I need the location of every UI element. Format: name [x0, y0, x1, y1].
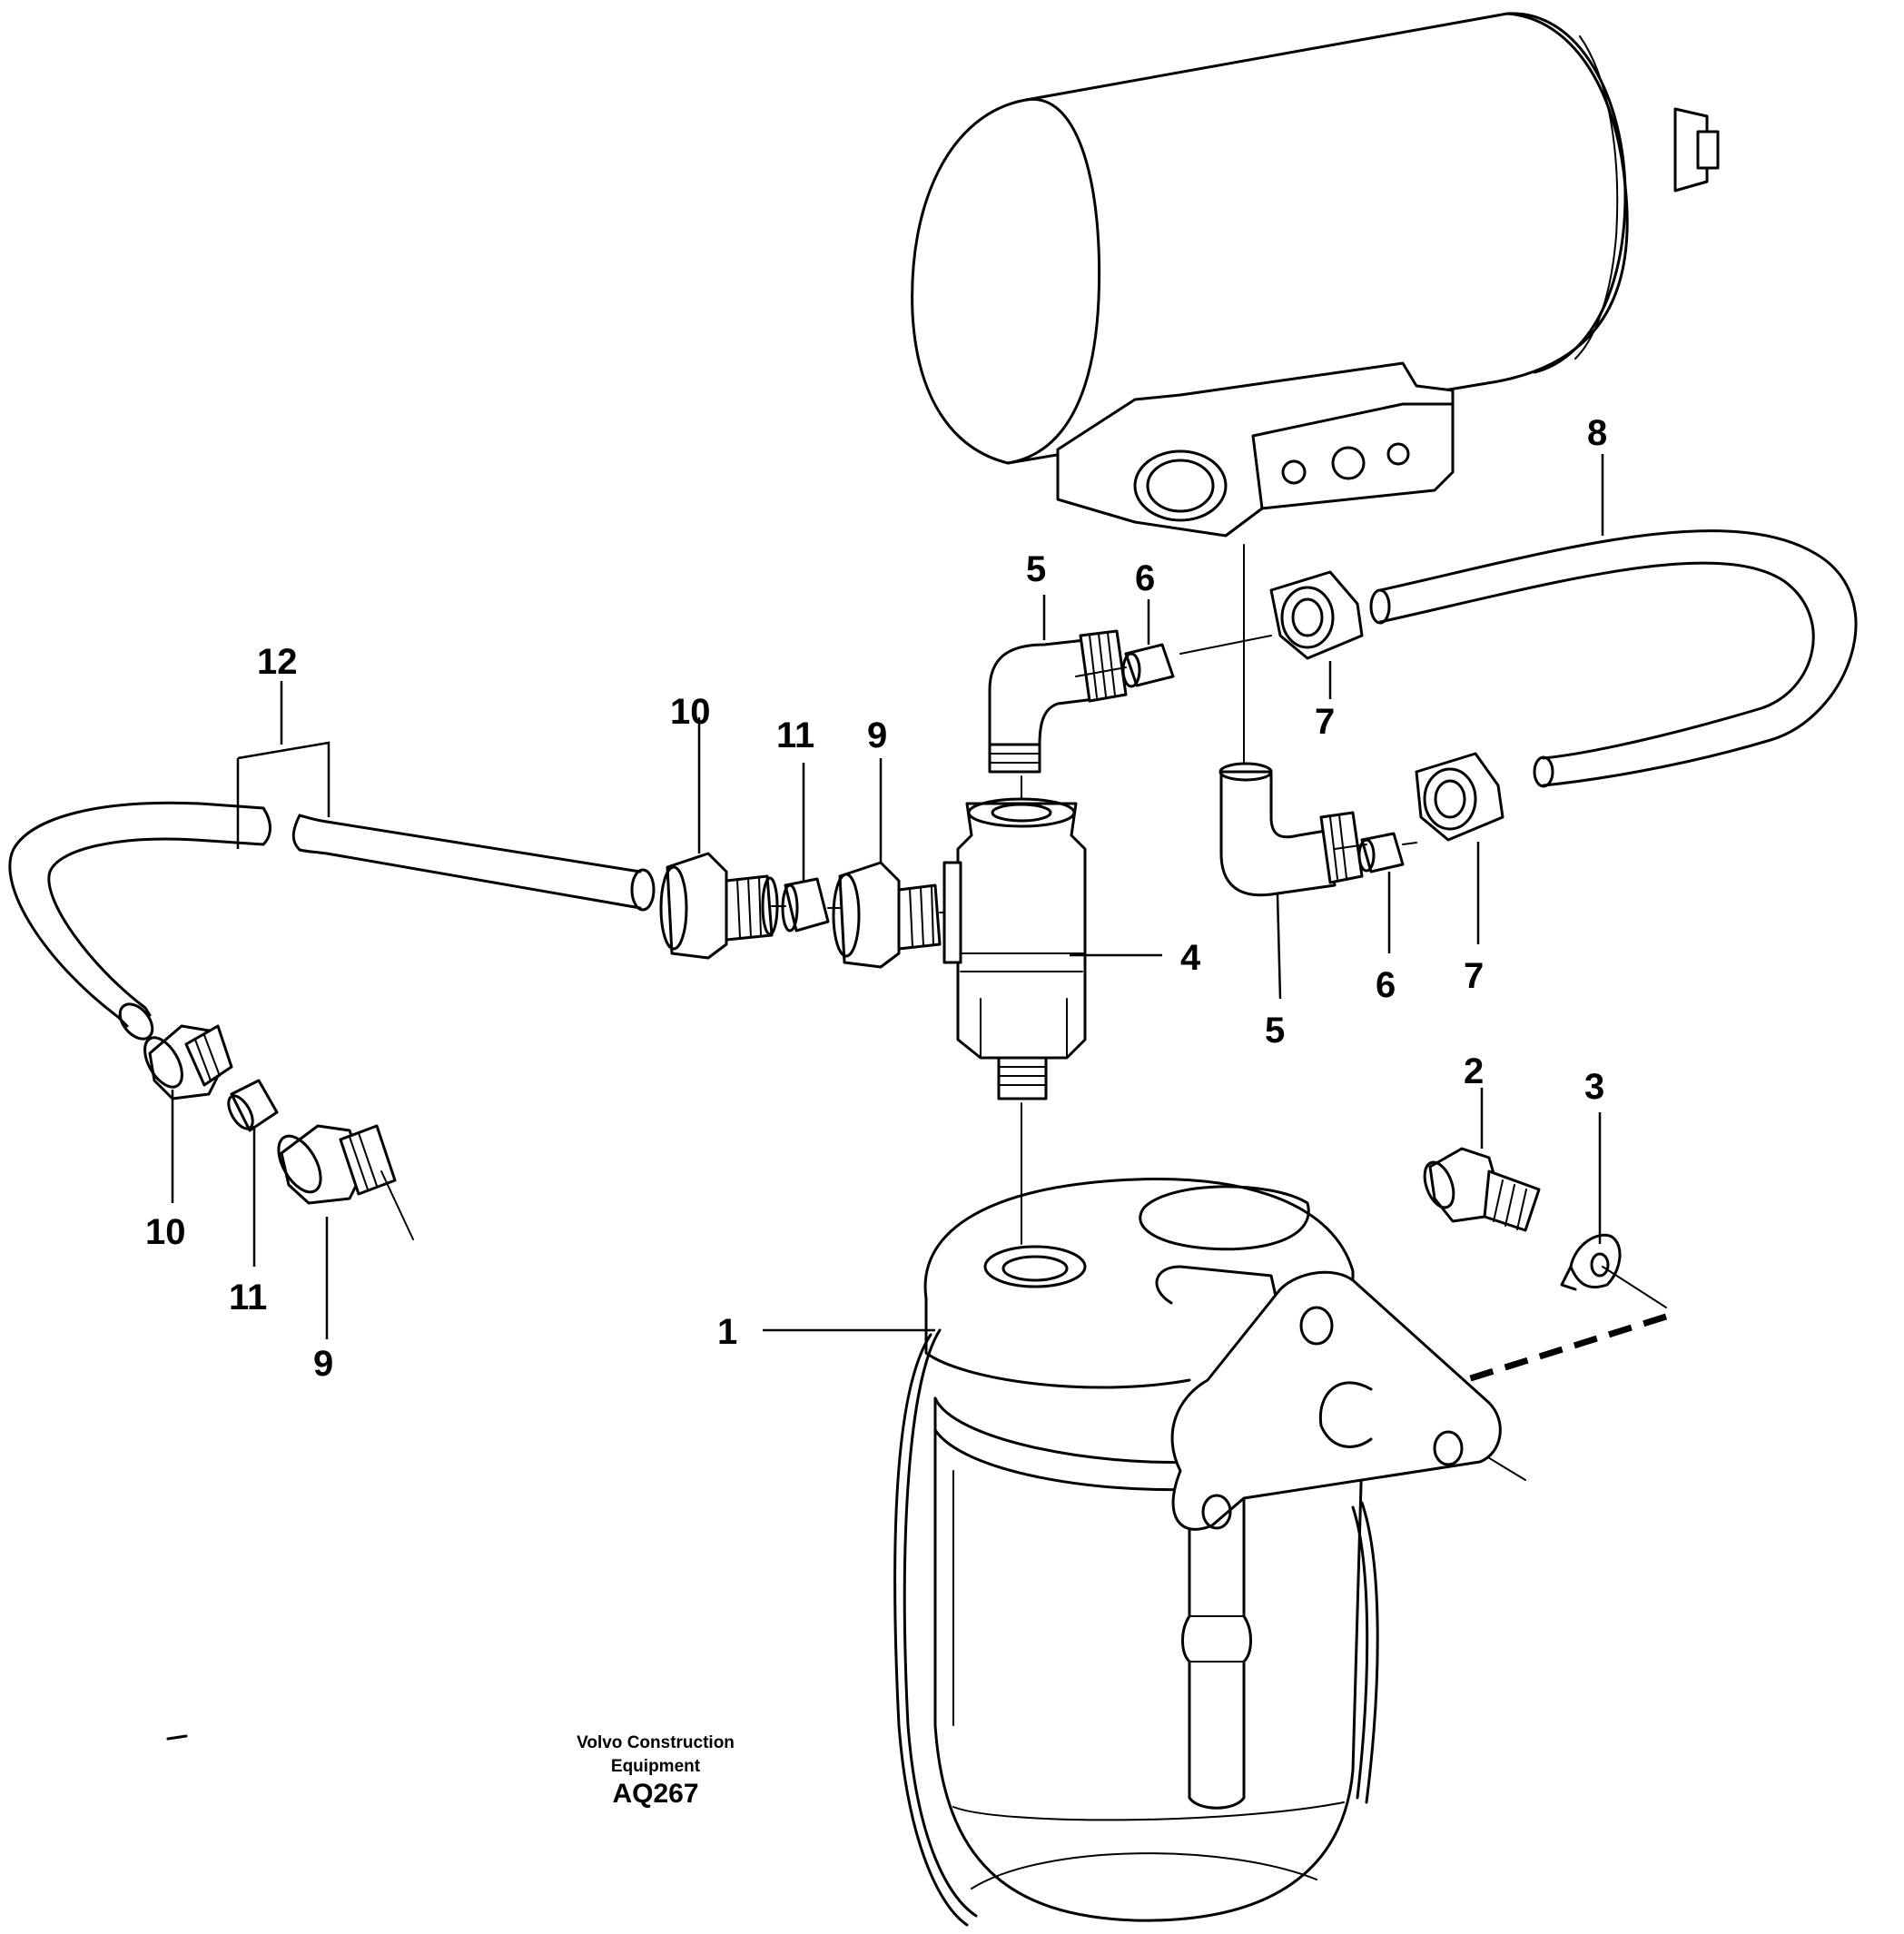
callout-5-upper: 5 [1026, 549, 1046, 589]
nut-lower [1415, 752, 1504, 842]
callout-11-lower: 11 [229, 1278, 267, 1317]
sleeve-lower [1357, 832, 1405, 873]
tube-loop [1075, 529, 1858, 850]
callout-5-lower: 5 [1265, 1011, 1285, 1051]
callout-1: 1 [717, 1312, 737, 1352]
credit-division: Equipment [611, 1757, 701, 1776]
nut-upper [1269, 570, 1364, 660]
sleeve-upper-left [781, 877, 830, 932]
credit-company: Volvo Construction [577, 1733, 735, 1752]
leader-lines [171, 454, 1604, 1339]
credit-block: Volvo Construction Equipment AQ267 [577, 1733, 735, 1809]
callout-10-upper: 10 [670, 692, 711, 732]
elbow-fitting-lower [1218, 762, 1364, 897]
bolt [1423, 1147, 1541, 1232]
callout-10-lower: 10 [145, 1212, 186, 1252]
drawing-reference: AQ267 [612, 1779, 698, 1809]
callout-6-lower: 6 [1376, 965, 1396, 1005]
callout-2: 2 [1464, 1051, 1484, 1091]
union-fitting-upper [659, 852, 779, 960]
union-fitting-lower [143, 1024, 233, 1100]
tube-left [8, 801, 656, 1041]
callout-12: 12 [257, 642, 298, 682]
callout-9-upper: 9 [867, 715, 887, 755]
callout-4: 4 [1180, 938, 1201, 978]
callout-9-lower: 9 [313, 1344, 333, 1384]
sleeve-upper [1121, 643, 1175, 688]
callout-7-lower: 7 [1464, 956, 1484, 996]
callout-6-upper: 6 [1135, 558, 1155, 598]
water-separator-bowl [893, 1177, 1502, 1927]
check-valve [942, 775, 1087, 1245]
sleeve-lower-left [227, 1079, 279, 1132]
connector-upper [832, 861, 945, 969]
callout-3: 3 [1584, 1067, 1604, 1107]
callout-8: 8 [1587, 413, 1607, 453]
callout-11-upper: 11 [776, 715, 814, 755]
elbow-fitting-upper [988, 629, 1128, 774]
connector-lower [277, 1124, 414, 1240]
air-dryer-cylinder [911, 12, 1720, 764]
stray-mark [166, 1734, 188, 1741]
callout-7-upper: 7 [1315, 702, 1335, 742]
callout-labels: 1 2 3 4 5 5 6 6 7 7 8 9 9 10 10 11 11 12 [145, 413, 1607, 1384]
washer [1560, 1233, 1667, 1308]
